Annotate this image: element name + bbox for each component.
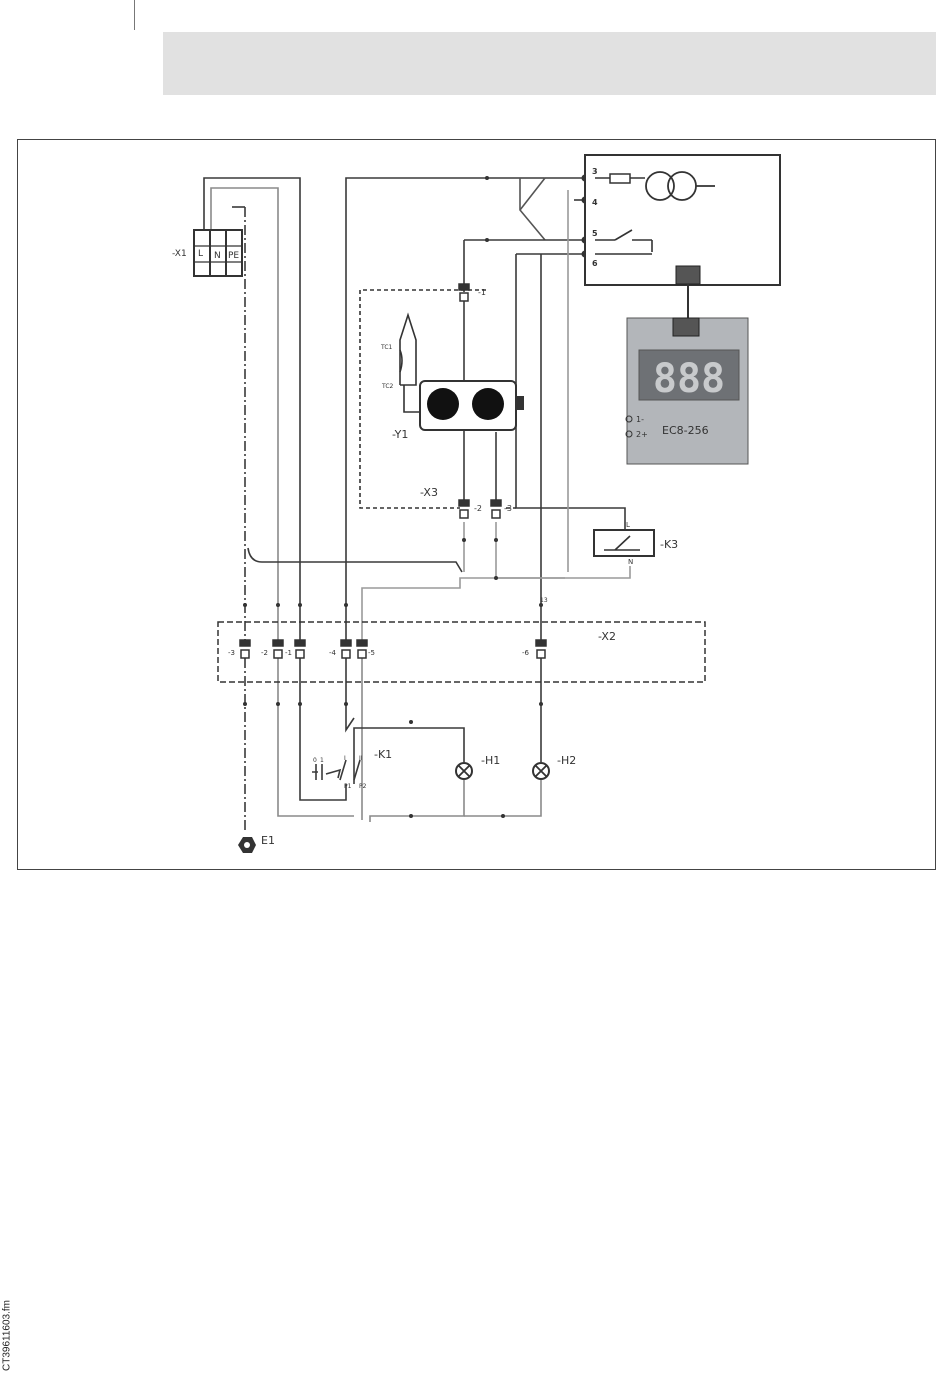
lamp-h1: -H1	[456, 754, 500, 779]
x1-terminal-l: L	[198, 249, 203, 259]
connector-plug-top	[676, 266, 700, 284]
fuse-icon	[610, 174, 630, 183]
wires	[204, 178, 630, 832]
connector-plug-bottom	[673, 318, 699, 336]
k1-contact-p2: P2	[359, 783, 367, 790]
k3-l-terminal: L	[626, 521, 630, 529]
terminal-strip-x2: -X2 -3 -2 -1 -4 -5 -6 13	[218, 597, 705, 682]
ctrl-terminal-6: 6	[592, 259, 598, 268]
k1-pos-0: 0	[313, 757, 317, 764]
input-1-minus: 1-	[636, 415, 644, 424]
lamp-h2: -H2	[533, 754, 576, 779]
valve-y1: -Y1	[392, 381, 524, 441]
k1-pos-1: 1	[320, 757, 324, 764]
terminal-block-x1: -X1 L N PE	[172, 230, 242, 276]
controller-unit: 3 4 5 6	[585, 155, 780, 318]
k3-n-terminal: N	[628, 558, 633, 566]
x2-pin-6: -6	[522, 649, 530, 657]
x2-pin-3: -3	[228, 649, 235, 657]
k1-label: -K1	[374, 748, 392, 761]
x3-label: -X3	[420, 486, 438, 499]
node-13-label: 13	[540, 597, 548, 604]
earth-e1: E1	[238, 834, 275, 853]
h2-label: -H2	[557, 754, 576, 767]
x3-pin-3: -3	[504, 504, 512, 513]
e1-label: E1	[261, 834, 275, 847]
x3-pin-2: -2	[474, 504, 482, 513]
k3-label: -K3	[660, 538, 678, 551]
tc1-label: TC1	[380, 344, 393, 351]
ctrl-terminal-3: 3	[592, 167, 598, 176]
ec8-display-panel: 888 1- 2+ EC8-256	[626, 318, 748, 464]
switch-k1: 0 1 I II P1 P2 -K1	[313, 748, 392, 790]
x2-label: -X2	[598, 630, 616, 643]
k1-contact-p1: P1	[344, 783, 352, 790]
input-2-plus: 2+	[636, 430, 648, 439]
h1-label: -H1	[481, 754, 500, 767]
x2-pin-5: -5	[368, 649, 375, 657]
x1-terminal-pe: PE	[228, 251, 239, 261]
ctrl-terminal-4: 4	[592, 198, 598, 207]
footer-file-name: CT39611603.fm	[2, 1291, 13, 1381]
x1-label: -X1	[172, 249, 187, 259]
y1-label: -Y1	[392, 428, 408, 441]
x2-pin-1: -1	[285, 649, 292, 657]
junction-dots	[243, 175, 589, 819]
x2-pin-4: -4	[329, 649, 337, 657]
k1-pos-ii: II	[359, 755, 363, 762]
x3-pin-1: -1	[478, 288, 486, 297]
ctrl-terminal-5: 5	[592, 229, 598, 238]
k1-pos-i: I	[344, 755, 346, 762]
relay-k3: L N -K3	[594, 521, 678, 566]
controller-model: EC8-256	[662, 424, 709, 437]
tc2-label: TC2	[381, 383, 394, 390]
x1-terminal-n: N	[214, 251, 221, 261]
display-digits: 888	[653, 356, 725, 402]
x2-pin-2: -2	[261, 649, 268, 657]
